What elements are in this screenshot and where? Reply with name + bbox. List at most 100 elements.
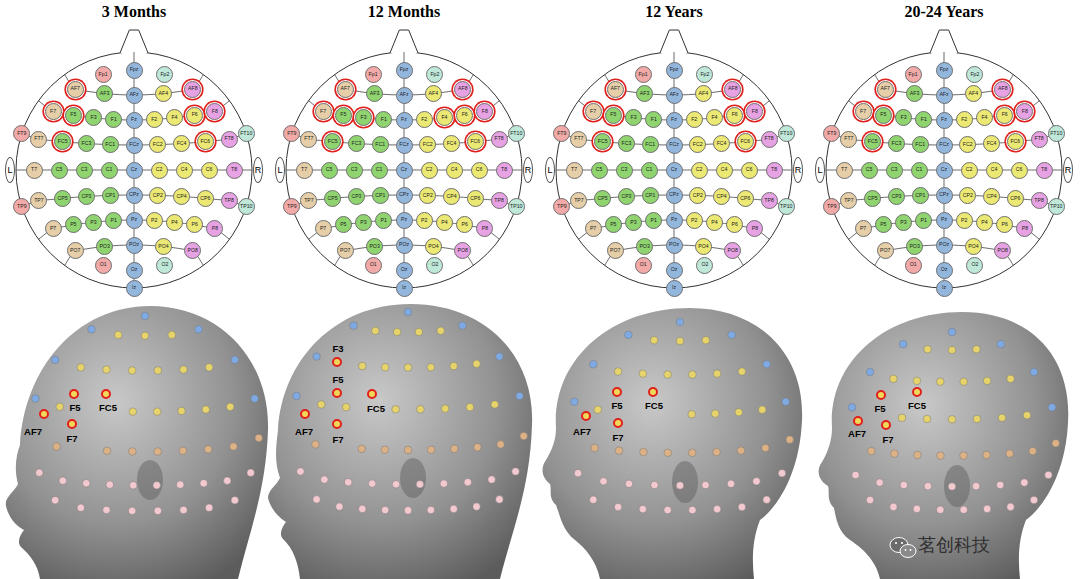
electrode-label: AF3 [370,91,380,96]
electrode-dot [876,479,884,487]
electrode-label: PO3 [639,244,649,249]
electrode-label: Fp1 [99,72,108,77]
electrode-dot [247,469,255,477]
electrode-label: P7 [860,226,866,231]
electrode-dot [392,406,400,414]
electrode-label: FC1 [645,142,655,147]
electrode-label: P7 [590,226,596,231]
electrode-label: O2 [161,262,168,267]
electrode-dot [1030,496,1038,504]
electrode-circle: C1 [371,162,388,179]
electrode-label: P4 [711,220,717,225]
electrode-circle: F5 [605,107,622,124]
electrode-label: PO3 [99,244,109,249]
electrode-label: TP7 [304,198,314,203]
electrode-label: C6 [746,167,753,172]
electrode-circle: PO4 [155,238,172,255]
electrode-dot [154,367,162,375]
electrode-circle: C5 [861,162,878,179]
labeled-electrode: FC5 [648,387,658,397]
electrode-circle: FCz [126,137,143,154]
watermark: 茗创科技 [918,536,990,555]
electrode-dot [948,483,956,491]
electrode-circle: O2 [156,257,173,274]
electrode-label: F8 [752,109,758,114]
electrode-dot [614,368,622,376]
electrode-label: FC4 [447,141,457,146]
electrode-label: FT9 [827,131,836,136]
electrode-label: P3 [900,220,906,225]
electrode-circle: FC5 [864,133,881,150]
electrode-label: FC6 [1010,139,1020,144]
electrode-circle: CP1 [642,187,659,204]
electrode-circle: FCz [396,137,413,154]
electrode-label: CP6 [470,196,480,201]
electrode-circle: FC1 [372,136,389,153]
electrode-label: O1 [100,262,107,267]
electrode-dot [890,375,898,383]
electrode-label: CP2 [153,193,163,198]
electrode-circle: O2 [426,257,443,274]
electrode-dot [312,441,320,449]
electrode-circle: PO4 [965,238,982,255]
electrode-circle: FC4 [713,135,730,152]
electrode-dot [381,506,389,514]
electrode-dot [913,377,921,385]
electrode-circle: T8 [1036,162,1053,179]
electrode-circle: C3 [76,162,93,179]
electrode-dot [231,356,239,364]
electrode-circle: Fp1 [365,66,382,83]
electrode-circle: FT9 [553,125,570,142]
electrode-label: AFz [669,92,678,97]
electrode-label: AF8 [728,86,738,91]
electrode-label: AFz [129,92,138,97]
electrode-circle: AF7 [337,81,354,98]
electrode-label: FC2 [423,142,433,147]
labeled-electrode: F7 [332,419,342,429]
electrode-circle: FC2 [959,136,976,153]
electrode-circle: FT7 [840,131,857,148]
electrode-circle: Fpz [936,62,953,79]
electrode-dot [625,480,633,488]
electrode-label: CP4 [987,194,997,199]
electrode-circle: Pz [126,212,143,229]
electrode-label: FC5 [367,404,385,414]
electrode-circle: C4 [176,162,193,179]
electrode-label: TP9 [557,204,567,209]
electrode-label: R [255,166,262,175]
electrode-label: FT7 [844,136,853,141]
electrode-label: Fpz [400,67,409,72]
electrode-circle: TP8 [761,192,778,209]
electrode-circle: Iz [666,280,683,297]
electrode-label: Cz [941,167,947,172]
labeled-electrode: F7 [67,419,77,429]
electrode-circle: T7 [296,162,313,179]
electrode-circle: CPz [396,187,413,204]
electrode-label: CP1 [105,193,115,198]
electrode-label: F6 [462,112,468,117]
electrode-circle: CPz [666,187,683,204]
electrode-dot [702,481,710,489]
electrode-dot [129,482,137,490]
electrode-circle: P1 [645,212,662,229]
electrode-dot [676,482,684,490]
ear-marker: L [275,157,285,183]
electrode-label: FCz [399,142,409,147]
electrode-circle: C5 [51,162,68,179]
electrode-label: F7 [50,109,56,114]
electrode-dot [713,448,721,456]
electrode-circle: TP9 [823,198,840,215]
electrode-label: POz [939,242,949,247]
electrode-dot [204,445,212,453]
electrode-circle: O2 [696,257,713,274]
electrode-label: P7 [320,226,326,231]
electrode-label: F5 [332,375,343,385]
electrode-label: PO7 [70,248,80,253]
electrode-circle: PO7 [337,242,354,259]
electrode-label: Fz [671,117,677,122]
title-text: 12 Years [645,4,703,20]
electrode-label: TP9 [17,204,27,209]
electrode-circle: FT9 [283,125,300,142]
electrode-dot [474,443,482,451]
nose-marker [390,30,418,53]
